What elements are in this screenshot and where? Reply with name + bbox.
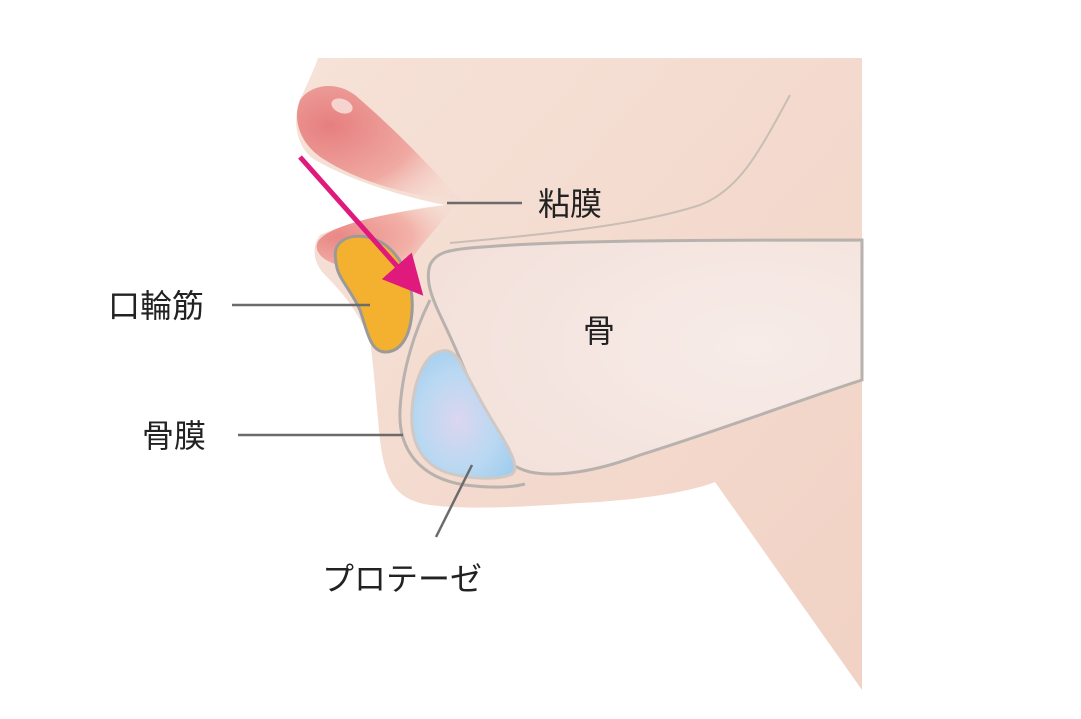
prosthesis-leader-line bbox=[434, 464, 474, 538]
prosthesis-implant bbox=[410, 349, 517, 480]
mucosa-contour-line bbox=[449, 94, 791, 244]
incision-arrow bbox=[298, 155, 424, 296]
orbicularis-oris-label: 口輪筋 bbox=[108, 287, 204, 325]
mucosa-label: 粘膜 bbox=[538, 185, 602, 223]
periosteum-label: 骨膜 bbox=[142, 417, 206, 455]
bone-label: 骨 bbox=[583, 312, 615, 350]
upper-lip bbox=[297, 85, 460, 200]
prosthesis-label: プロテーゼ bbox=[322, 560, 482, 598]
periosteum-line bbox=[398, 299, 526, 489]
lip-highlight bbox=[331, 98, 353, 114]
